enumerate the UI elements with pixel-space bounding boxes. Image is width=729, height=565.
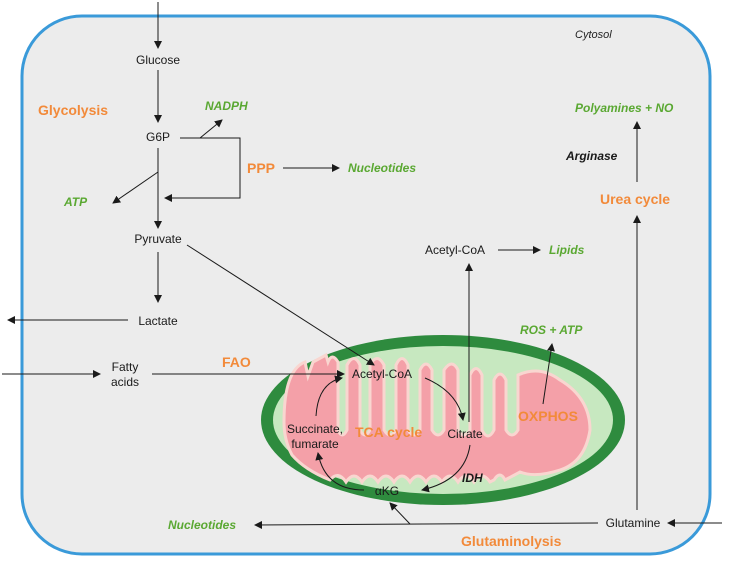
metabolite-acetyl-coa-cytosol: Acetyl-CoA — [425, 243, 485, 257]
compartment-label: Cytosol — [575, 29, 612, 41]
pathway-oxphos: OXPHOS — [518, 408, 578, 424]
metabolite-succinate-line2: fumarate — [291, 437, 339, 451]
arrow-g6p-atp — [112, 171, 159, 204]
metabolite-pyruvate: Pyruvate — [134, 232, 182, 246]
metabolite-acetyl-coa-mito: Acetyl-CoA — [352, 367, 412, 381]
metabolite-succinate-line1: Succinate, — [287, 422, 343, 436]
metabolite-lactate: Lactate — [138, 314, 178, 328]
mitochondrion — [261, 335, 625, 505]
metabolite-glucose: Glucose — [136, 53, 180, 67]
pathway-glycolysis: Glycolysis — [38, 102, 108, 118]
metabolite-fatty-acids-line2: acids — [111, 375, 139, 389]
arrow-pyruvate-acetylcoa — [186, 244, 375, 366]
arrow-glutamine-nucleotides — [254, 520, 599, 529]
product-nucleotides-glutaminolysis: Nucleotides — [168, 518, 236, 532]
metabolite-citrate: Citrate — [447, 427, 483, 441]
arrow-oxphos-ros-atp — [542, 343, 555, 405]
product-ros-atp: ROS + ATP — [520, 323, 583, 337]
metabolite-glutamine: Glutamine — [606, 516, 661, 530]
pathway-tca-cycle: TCA cycle — [355, 424, 422, 440]
product-polyamines-no: Polyamines + NO — [575, 101, 674, 115]
arrow-ppp-loop — [164, 137, 241, 202]
arrow-akg-succinate — [315, 452, 365, 491]
pathway-fao: FAO — [222, 354, 251, 370]
metabolite-fatty-acids-line1: Fatty — [112, 360, 139, 374]
product-nucleotides-ppp: Nucleotides — [348, 161, 416, 175]
enzyme-arginase: Arginase — [565, 149, 618, 163]
arrow-succinate-acetylcoa — [315, 375, 343, 417]
product-lipids: Lipids — [549, 243, 585, 257]
product-nadph: NADPH — [205, 99, 248, 113]
metabolite-g6p: G6P — [146, 130, 170, 144]
arrow-g6p-nadph — [199, 119, 223, 139]
pathway-ppp: PPP — [247, 160, 275, 176]
metabolite-akg: αKG — [375, 484, 399, 498]
arrows — [2, 2, 722, 529]
product-atp: ATP — [63, 195, 88, 209]
pathway-urea-cycle: Urea cycle — [600, 191, 670, 207]
pathway-glutaminolysis: Glutaminolysis — [461, 533, 562, 549]
arrow-citrate-akg — [421, 444, 471, 493]
arrow-acetylcoa-citrate — [424, 377, 466, 421]
arrow-glutaminolysis-akg — [389, 502, 411, 525]
enzyme-idh: IDH — [462, 471, 483, 485]
